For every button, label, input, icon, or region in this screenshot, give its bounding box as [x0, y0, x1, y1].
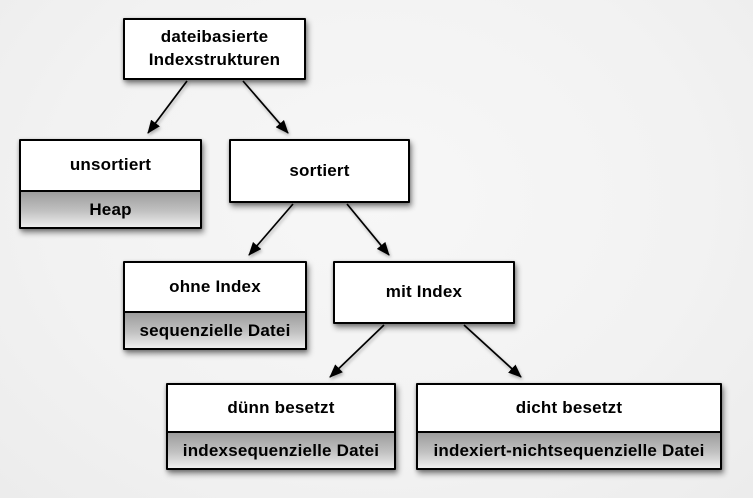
edge-sortiert-mit-index [346, 203, 390, 256]
node-dicht-besetzt: dicht besetzt indexiert-nichtsequenziell… [416, 383, 722, 470]
node-sublabel: indexiert-nichtsequenzielle Datei [418, 431, 720, 468]
edge-sortiert-ohne-index [248, 203, 294, 256]
edge-root-unsortiert [147, 80, 188, 134]
edge-root-sortiert [242, 80, 289, 134]
node-label: unsortiert [69, 155, 152, 175]
node-unsortiert: unsortiert Heap [19, 139, 202, 229]
node-label: mit Index [385, 282, 463, 302]
node-mit-index: mit Index [333, 261, 515, 324]
node-ohne-index: ohne Index sequenzielle Datei [123, 261, 307, 350]
edge-mit-index-duenn-besetzt [329, 324, 385, 378]
node-duenn-besetzt: dünn besetzt indexsequenzielle Datei [166, 383, 396, 470]
node-sublabel: Heap [21, 190, 200, 227]
node-label: dünn besetzt [227, 397, 335, 417]
node-sublabel: sequenzielle Datei [125, 311, 305, 348]
node-label: sortiert [289, 160, 350, 180]
node-label: ohne Index [169, 276, 261, 296]
edge-mit-index-dicht-besetzt [463, 324, 522, 378]
node-sublabel: indexsequenzielle Datei [168, 431, 394, 468]
node-label: dicht besetzt [515, 397, 623, 417]
node-sortiert: sortiert [229, 139, 410, 203]
node-dateibasierte-indexstrukturen: dateibasierte Indexstrukturen [123, 18, 306, 80]
node-label: dateibasierte Indexstrukturen [148, 27, 281, 69]
